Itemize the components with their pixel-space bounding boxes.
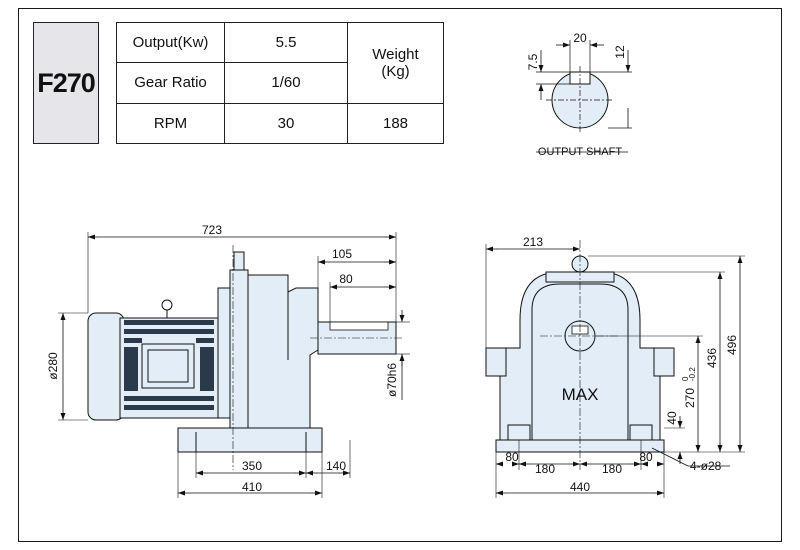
shaft-dim-left: 7.5 [526, 53, 540, 70]
dim-edge-left: 80 [505, 450, 519, 464]
dim-half-span-right: 180 [602, 462, 622, 476]
dim-housing-height: 436 [705, 348, 719, 368]
mounting-foot [177, 427, 323, 453]
dim-shaft-height-main: 270 [683, 388, 697, 408]
left-boss [485, 347, 507, 377]
dim-base-length: 410 [242, 480, 262, 494]
output-shaft-detail [536, 40, 632, 153]
dim-shaft-height: 270 0 -0.2 [681, 367, 697, 408]
front-view [485, 240, 675, 470]
side-view-dimensions [58, 232, 410, 498]
dim-base-width: 440 [570, 480, 590, 494]
motor-fan-cover [87, 312, 125, 421]
model-code: F270 [33, 22, 99, 144]
dim-foot-extension: 140 [326, 459, 346, 473]
right-boss [653, 347, 675, 377]
motor-eyebolt [161, 299, 173, 311]
dim-shaft-diameter: ø70h6 [385, 363, 399, 397]
dim-base-thickness: 40 [665, 411, 679, 425]
dim-shaft-extension: 105 [332, 247, 352, 261]
lifting-lug [233, 251, 245, 271]
reducer-housing [229, 269, 319, 429]
ratio-value: 1/60 [224, 62, 348, 104]
shaft-dim-right: 12 [613, 45, 627, 59]
spec-table: Output(Kw) 5.5 Weight (Kg) Gear Ratio 1/… [116, 21, 444, 145]
dim-overall-height: 496 [725, 335, 739, 355]
weight-label-line1: Weight [372, 45, 419, 63]
dim-shaft-height-sup: 0 [681, 376, 690, 381]
shaft-key-width: 20 [573, 31, 587, 45]
front-view-max-label: MAX [562, 385, 599, 404]
dim-shaft-length: 80 [339, 272, 353, 286]
weight-label: Weight (Kg) [347, 22, 444, 104]
dim-overall-length: 723 [202, 223, 222, 237]
dim-mounting-holes: 4-ø28 [690, 459, 722, 473]
output-value: 5.5 [224, 21, 348, 64]
motor-flange [217, 287, 231, 419]
dim-half-span-left: 180 [535, 462, 555, 476]
dim-shaft-height-sub: -0.2 [688, 367, 697, 381]
drawing-frame [18, 8, 782, 542]
weight-value: 188 [347, 102, 444, 145]
output-shaft-caption: OUTPUT SHAFT [538, 146, 622, 158]
motor-fins [124, 320, 214, 410]
dim-foot-span: 350 [242, 459, 262, 473]
dim-motor-diameter: ø280 [46, 352, 60, 380]
dim-half-width: 213 [523, 235, 543, 249]
side-view [87, 245, 404, 470]
weight-label-line2: (Kg) [381, 62, 410, 80]
dim-edge-right: 80 [639, 450, 653, 464]
terminal-box [141, 343, 195, 389]
front-view-dimensions [485, 244, 745, 498]
output-label: Output(Kw) [116, 21, 225, 64]
